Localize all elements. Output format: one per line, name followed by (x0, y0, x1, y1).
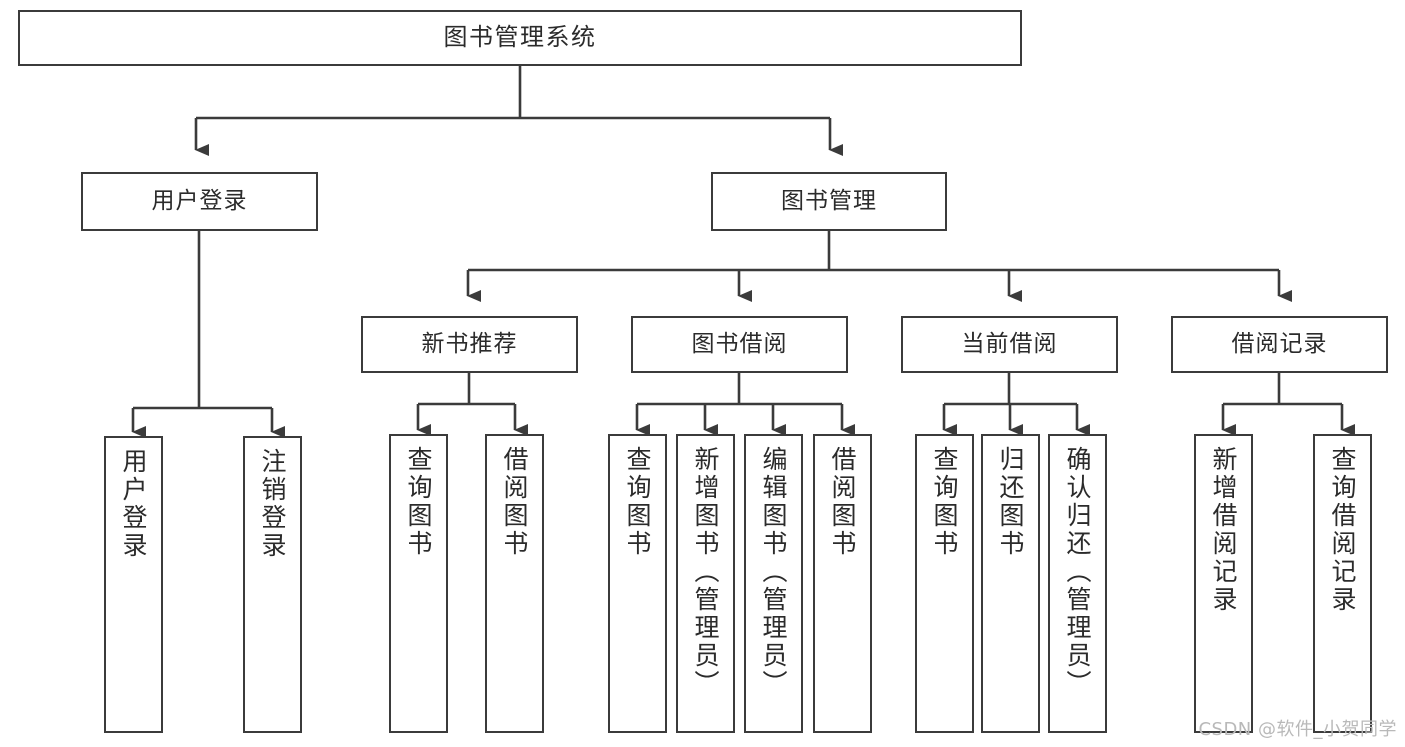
leaf-query-book-current[interactable]: 查询图书 (915, 434, 974, 733)
node-label: 新增图书（管理员） (691, 446, 720, 698)
node-label: 用户登录 (119, 448, 148, 560)
node-user-login[interactable]: 用户登录 (81, 172, 318, 231)
leaf-confirm-return-admin[interactable]: 确认归还（管理员） (1048, 434, 1107, 733)
node-book-management-system[interactable]: 图书管理系统 (18, 10, 1022, 66)
leaf-add-book-admin[interactable]: 新增图书（管理员） (676, 434, 735, 733)
leaf-user-login[interactable]: 用户登录 (104, 436, 163, 733)
leaf-add-borrow-record[interactable]: 新增借阅记录 (1194, 434, 1253, 733)
node-label: 图书管理系统 (443, 23, 597, 52)
node-label: 用户登录 (151, 188, 248, 215)
node-label: 新书推荐 (421, 331, 518, 358)
node-label: 新增借阅记录 (1209, 446, 1238, 614)
leaf-edit-book-admin[interactable]: 编辑图书（管理员） (744, 434, 803, 733)
node-label: 当前借阅 (961, 331, 1058, 358)
node-label: 图书管理 (781, 188, 877, 215)
node-label: 确认归还（管理员） (1063, 446, 1092, 698)
leaf-query-book-borrow[interactable]: 查询图书 (608, 434, 667, 733)
node-current-borrowing[interactable]: 当前借阅 (901, 316, 1118, 373)
node-borrowing-record[interactable]: 借阅记录 (1171, 316, 1388, 373)
leaf-query-book-recommend[interactable]: 查询图书 (389, 434, 448, 733)
node-label: 借阅记录 (1231, 331, 1328, 358)
node-label: 借阅图书 (500, 446, 529, 558)
node-label: 查询借阅记录 (1328, 446, 1357, 614)
node-label: 归还图书 (996, 446, 1025, 558)
node-label: 编辑图书（管理员） (759, 446, 788, 698)
node-book-borrowing[interactable]: 图书借阅 (631, 316, 848, 373)
node-label: 查询图书 (404, 446, 433, 558)
node-label: 查询图书 (623, 446, 652, 558)
leaf-borrow-book[interactable]: 借阅图书 (813, 434, 872, 733)
node-label: 注销登录 (258, 448, 287, 560)
node-new-book-recommendation[interactable]: 新书推荐 (361, 316, 578, 373)
node-label: 借阅图书 (828, 446, 857, 558)
leaf-logout[interactable]: 注销登录 (243, 436, 302, 733)
node-book-management[interactable]: 图书管理 (711, 172, 947, 231)
node-label: 查询图书 (930, 446, 959, 558)
leaf-borrow-book-recommend[interactable]: 借阅图书 (485, 434, 544, 733)
node-label: 图书借阅 (691, 331, 788, 358)
csdn-watermark: CSDN @软件_小贺同学 (1198, 719, 1397, 740)
leaf-return-book[interactable]: 归还图书 (981, 434, 1040, 733)
leaf-query-borrow-record[interactable]: 查询借阅记录 (1313, 434, 1372, 733)
